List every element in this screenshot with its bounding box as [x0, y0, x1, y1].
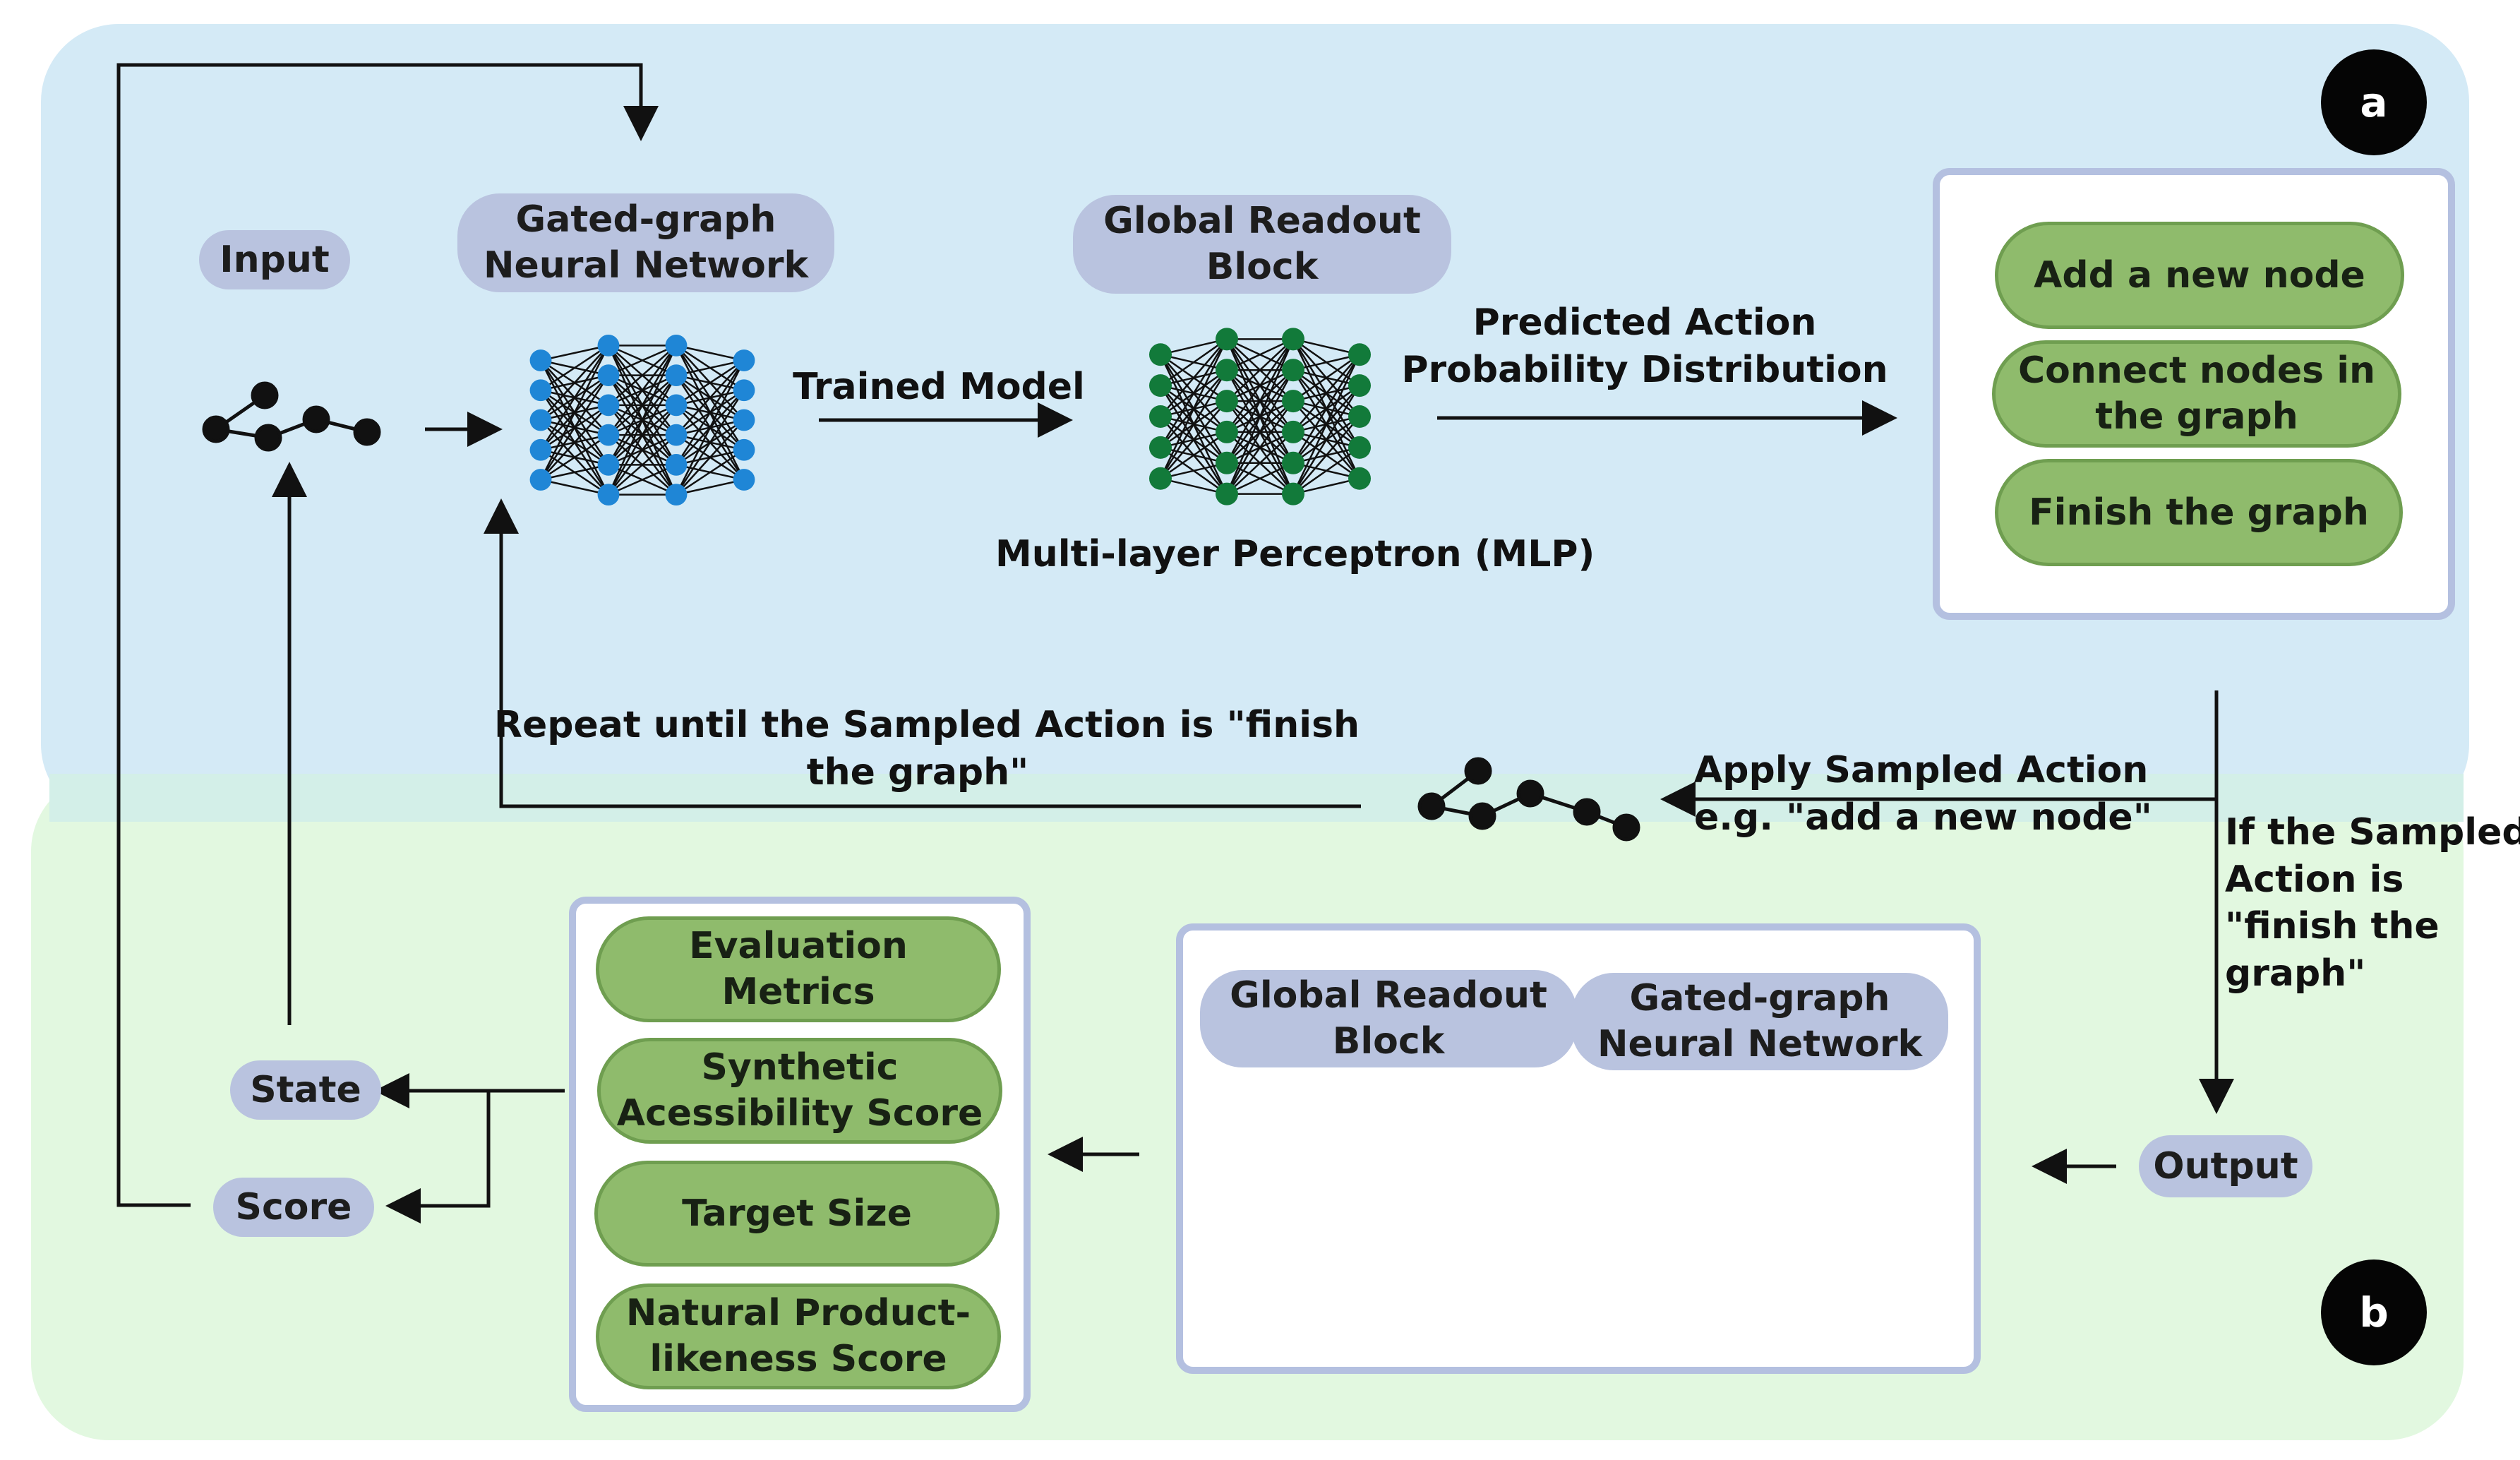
apply-action-line2: e.g. "add a new node" — [1694, 796, 2152, 839]
state-label: State — [230, 1060, 381, 1120]
input-graph-icon — [202, 381, 381, 452]
output-label: Output — [2139, 1135, 2312, 1197]
if-sampled-label: If the Sampled Action is "finish the gra… — [2225, 809, 2520, 997]
section-b-badge: b — [2321, 1259, 2427, 1365]
metric-synthetic-line1: Synthetic — [701, 1046, 899, 1089]
apply-action-line1: Apply Sampled Action — [1694, 749, 2149, 791]
ggnn-network-icon-top — [529, 334, 755, 506]
predicted-action-line2: Probability Distribution — [1401, 348, 1888, 391]
metric-target-size-text: Target Size — [682, 1192, 912, 1235]
global-readout-label-bottom: Global Readout Block — [1200, 970, 1577, 1067]
action-connect-nodes: Connect nodes in the graph — [1992, 340, 2401, 448]
action-finish-text: Finish the graph — [2029, 491, 2369, 534]
trained-model-label: Trained Model — [793, 366, 1085, 408]
mlp-caption: Multi-layer Perceptron (MLP) — [995, 533, 1595, 575]
metric-natural-line1: Natural Product- — [625, 1292, 971, 1334]
if-line3: "finish the — [2225, 905, 2440, 948]
global-readout-top-line2: Block — [1206, 246, 1319, 288]
score-label: Score — [213, 1178, 374, 1237]
input-label: Input — [199, 230, 350, 289]
repeat-line2: the graph" — [806, 750, 1029, 794]
metric-natural-product: Natural Product- likeness Score — [596, 1284, 1001, 1389]
global-readout-top-line1: Global Readout — [1103, 200, 1421, 242]
section-a-badge: a — [2321, 49, 2427, 155]
global-readout-label-top: Global Readout Block — [1073, 195, 1451, 294]
ggnn-label-bottom-line2: Neural Network — [1597, 1023, 1923, 1065]
if-line2: Action is — [2225, 858, 2404, 901]
action-add-node-text: Add a new node — [2034, 253, 2365, 297]
metrics-to-score-arrow — [385, 1091, 491, 1223]
repeat-line1: Repeat until the Sampled Action is "fini… — [494, 704, 1360, 746]
mlp-network-icon-top — [1149, 328, 1371, 505]
ggnn-label-top: Gated-graph Neural Network — [457, 193, 834, 292]
loop-arrow-score-to-ggnn — [116, 63, 659, 1207]
metric-evaluation-line1: Evaluation — [689, 925, 908, 967]
repeat-label: Repeat until the Sampled Action is "fini… — [494, 702, 1360, 796]
action-finish-graph: Finish the graph — [1995, 459, 2403, 566]
action-connect-line2: the graph — [2095, 395, 2298, 438]
metric-evaluation-line2: Metrics — [721, 971, 875, 1013]
apply-action-label: Apply Sampled Action e.g. "add a new nod… — [1694, 747, 2152, 841]
predicted-action-label: Predicted Action Probability Distributio… — [1398, 299, 1892, 393]
metric-natural-line2: likeness Score — [649, 1338, 947, 1380]
if-line4: graph" — [2225, 952, 2366, 995]
global-readout-bottom-line1: Global Readout — [1230, 974, 1547, 1017]
metric-target-size: Target Size — [594, 1161, 1000, 1267]
metric-synthetic: Synthetic Acessibility Score — [597, 1038, 1002, 1144]
action-add-node: Add a new node — [1995, 222, 2404, 329]
ggnn-label-bottom-line1: Gated-graph — [1629, 977, 1890, 1019]
metric-synthetic-line2: Acessibility Score — [616, 1092, 983, 1135]
action-connect-line1: Connect nodes in — [2017, 349, 2376, 392]
if-line1: If the Sampled — [2225, 811, 2520, 854]
metric-evaluation: Evaluation Metrics — [596, 916, 1001, 1022]
ggnn-label-top-line1: Gated-graph — [515, 198, 776, 241]
updated-graph-icon — [1417, 757, 1640, 842]
ggnn-label-top-line2: Neural Network — [483, 244, 809, 287]
ggnn-label-bottom: Gated-graph Neural Network — [1571, 973, 1948, 1070]
repeat-arrow — [484, 498, 1361, 808]
predicted-action-line1: Predicted Action — [1472, 301, 1817, 344]
global-readout-bottom-line2: Block — [1332, 1020, 1445, 1063]
